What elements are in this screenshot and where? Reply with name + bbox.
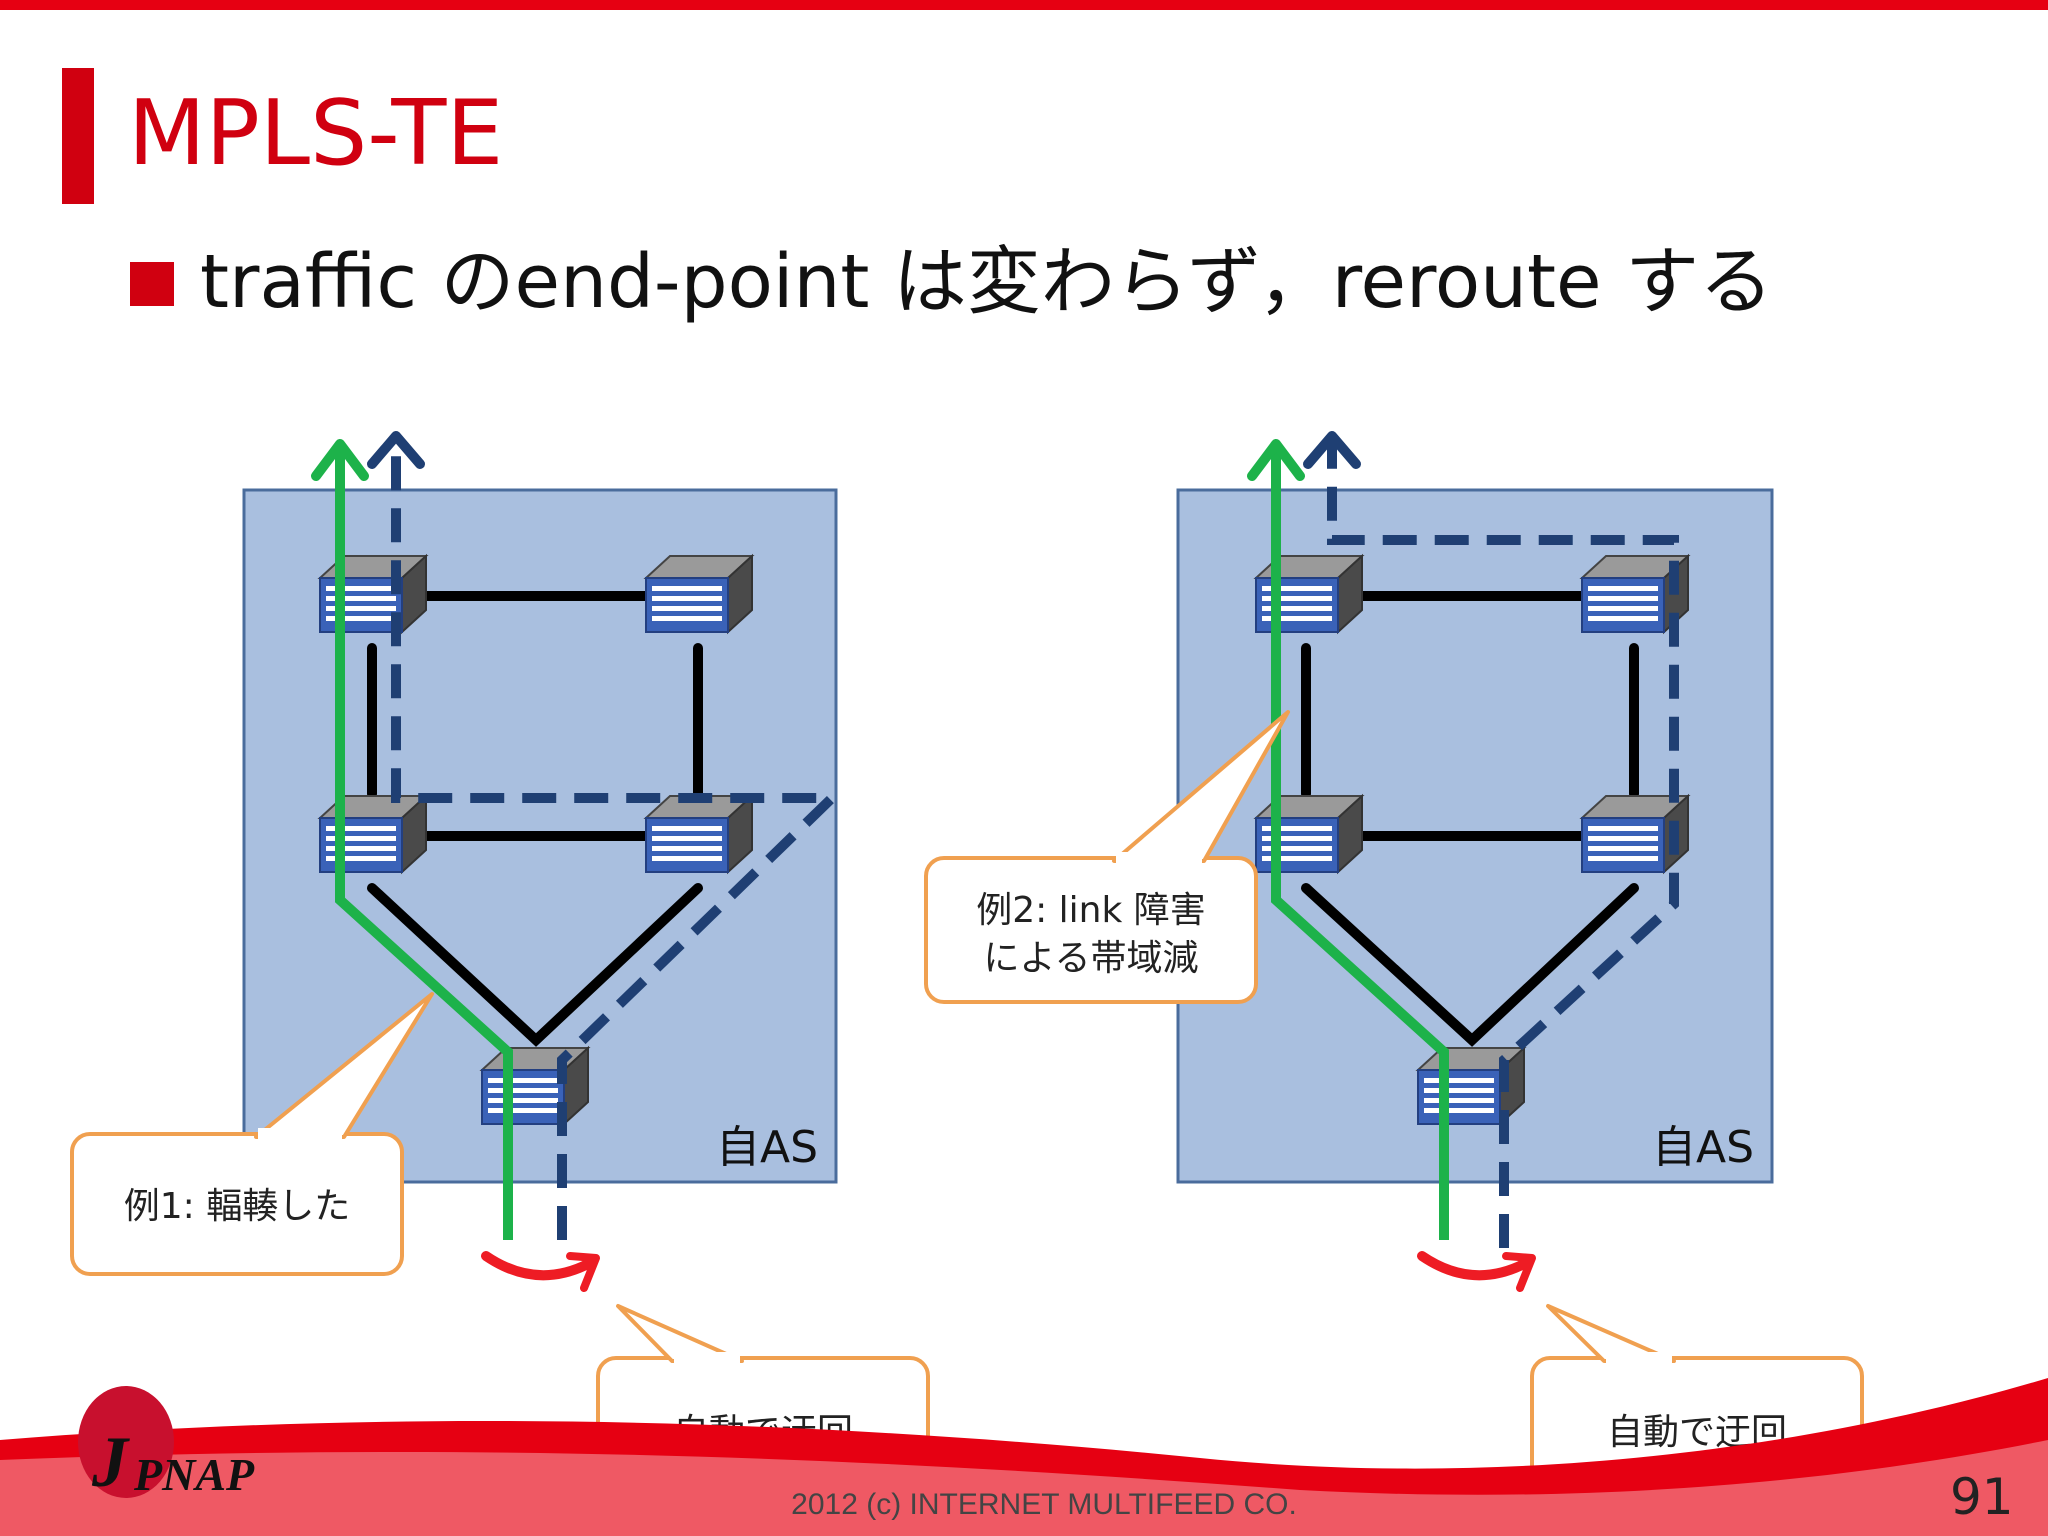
primary-path-arrowhead-icon	[311, 439, 369, 481]
reroute-arrowhead-icon	[1502, 1252, 1536, 1292]
bullet-text: traffic のend-point は変わらず，reroute する	[200, 239, 1774, 325]
reroute-arrowhead-icon	[566, 1252, 600, 1292]
reroute-arrow-icon	[481, 1251, 593, 1281]
as-label: 自AS	[716, 1122, 818, 1173]
router-top-right	[645, 555, 753, 633]
physical-links	[1301, 591, 1639, 1047]
svg-text:PNAP: PNAP	[133, 1449, 255, 1500]
primary-path	[1271, 446, 1449, 1240]
callout-text-line-1: 例2: link 障害	[976, 890, 1206, 931]
page-number: 91	[1950, 1468, 2014, 1526]
bullet-square-icon	[130, 262, 174, 306]
svg-text:J: J	[91, 1422, 130, 1502]
footer-copyright: 2012 (c) INTERNET MULTIFEED CO.	[791, 1488, 1297, 1521]
primary-path	[335, 446, 513, 1240]
callout-example-2: 例2: link 障害 による帯域減	[924, 710, 1290, 1004]
reroute-arrow-icon	[1417, 1251, 1529, 1281]
backup-path-arrowhead-icon	[1303, 431, 1361, 469]
backup-path	[391, 448, 845, 1240]
backup-path-arrowhead-icon	[367, 431, 425, 469]
backup-path	[1327, 438, 1679, 1248]
slide-title: MPLS-TE	[128, 81, 504, 186]
top-accent-rule	[0, 0, 2048, 10]
diagram-left: 自AS 例1: 輻輳した 自動で迂回	[70, 431, 930, 1504]
physical-links	[367, 591, 703, 1047]
callout-example-1: 例1: 輻輳した	[70, 992, 434, 1276]
jpnap-logo: J PNAP	[78, 1386, 255, 1502]
router-ingress	[481, 1047, 589, 1125]
router-mid-right	[645, 795, 753, 873]
primary-path-arrowhead-icon	[1247, 439, 1305, 481]
title-accent-bar	[62, 68, 94, 204]
footer-swoosh: J PNAP	[0, 1378, 2048, 1536]
callout-text: 例1: 輻輳した	[124, 1186, 350, 1227]
diagram-right: 自AS 例2: link 障害 による帯域減 自動で迂回	[924, 431, 1864, 1504]
as-label: 自AS	[1652, 1122, 1754, 1173]
callout-text-line-2: による帯域減	[984, 938, 1199, 979]
